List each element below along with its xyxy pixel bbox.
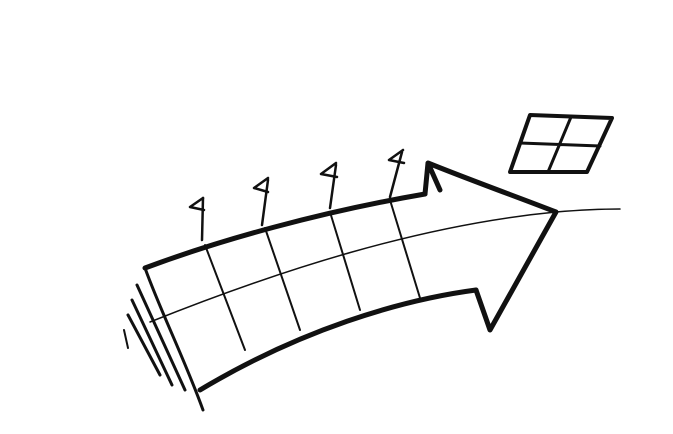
arrow-head [422,160,559,333]
arrow-tail-edge [143,266,205,412]
flag-pole [260,178,270,227]
flag-icon [252,176,270,194]
goal-grid-outline [508,113,614,174]
divider-line [329,211,361,311]
flag-pole [200,196,205,242]
arrow-bottom-edge [197,287,479,393]
flag-1 [188,196,206,242]
flag-icon [387,148,406,165]
center-line [149,208,621,323]
arrow-body [142,160,559,412]
flag-4 [387,148,406,199]
divider-line [389,199,421,299]
milestone-flags [188,148,406,242]
speed-line [135,283,187,392]
goal-grid-icon [508,113,614,174]
flag-pole [388,150,404,199]
speed-lines [123,283,187,392]
speed-line [123,329,129,349]
flag-2 [252,176,270,227]
speed-line [126,313,162,377]
divider-line [264,227,301,331]
flag-icon [188,196,206,212]
grid-dividers [149,199,621,351]
flag-icon [319,161,339,179]
arrow-top-edge [142,191,428,271]
divider-line [204,244,246,351]
flag-3 [319,161,339,210]
flag-pole [328,163,338,210]
goal-grid-lines [518,115,602,174]
speed-line [130,298,174,387]
